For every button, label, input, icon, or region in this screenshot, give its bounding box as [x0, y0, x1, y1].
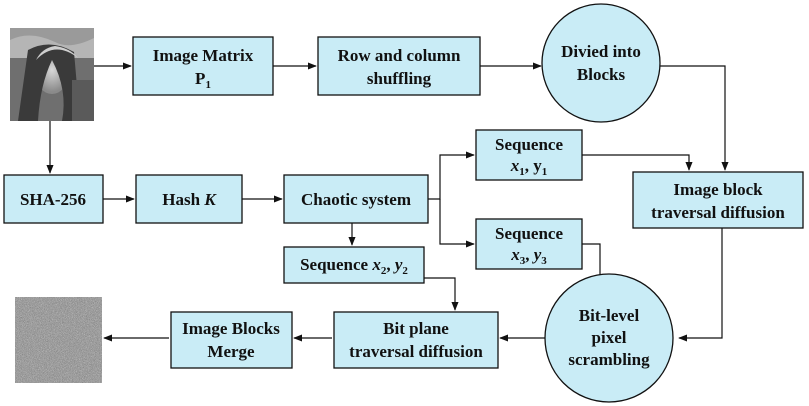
edge-chaotic-to-seq1 — [428, 151, 475, 200]
svg-text:x1, y1: x1, y1 — [510, 156, 548, 178]
svg-text:traversal diffusion: traversal diffusion — [349, 342, 483, 361]
node-row-column-shuffling: Row and column shuffling — [317, 36, 481, 96]
node-seq-x3-y3: Sequence x3, y3 — [475, 218, 583, 270]
svg-text:scrambling: scrambling — [568, 350, 650, 369]
svg-text:shuffling: shuffling — [367, 69, 432, 88]
edge-chaotic-to-seq3 — [439, 199, 475, 248]
svg-text:Sequence x2, y2: Sequence x2, y2 — [300, 255, 408, 277]
svg-text:x3, y3: x3, y3 — [510, 245, 547, 267]
svg-text:Divied into: Divied into — [561, 42, 641, 61]
svg-text:P1: P1 — [195, 69, 211, 91]
svg-text:Bit plane: Bit plane — [383, 319, 449, 338]
edge-blockdiffusion-to-scrambling — [678, 228, 723, 342]
svg-text:Image Blocks: Image Blocks — [182, 319, 280, 338]
svg-text:Merge: Merge — [207, 342, 255, 361]
node-image-block-diffusion: Image block traversal diffusion — [632, 171, 804, 229]
node-divided-blocks: Divied into Blocks — [541, 3, 661, 123]
svg-text:traversal diffusion: traversal diffusion — [651, 203, 785, 222]
svg-text:pixel: pixel — [592, 328, 627, 347]
plain-image — [10, 28, 94, 121]
svg-text:Chaotic system: Chaotic system — [301, 190, 411, 209]
node-image-blocks-merge: Image Blocks Merge — [170, 311, 293, 369]
node-bit-plane-diffusion: Bit plane traversal diffusion — [333, 311, 499, 369]
cipher-image — [15, 297, 102, 383]
edge-blocks-to-blockdiffusion — [660, 65, 729, 171]
edge-seq1-to-blockdiffusion — [582, 154, 693, 171]
svg-text:Bit-level: Bit-level — [579, 306, 640, 325]
node-seq-x1-y1: Sequence x1, y1 — [475, 129, 583, 181]
svg-text:Hash K: Hash K — [162, 190, 217, 209]
node-bit-level-scrambling: Bit-level pixel scrambling — [544, 273, 674, 403]
svg-text:SHA-256: SHA-256 — [20, 190, 86, 209]
node-seq-x2-y2: Sequence x2, y2 — [283, 246, 425, 284]
node-sha256: SHA-256 — [3, 174, 104, 224]
node-chaotic-system: Chaotic system — [283, 174, 429, 224]
svg-text:Sequence: Sequence — [495, 135, 563, 154]
node-image-matrix: Image Matrix P1 — [132, 36, 274, 96]
svg-text:Blocks: Blocks — [577, 65, 626, 84]
edge-seq2-to-bitplane — [419, 270, 459, 311]
svg-text:Image block: Image block — [673, 180, 763, 199]
svg-text:Sequence: Sequence — [495, 224, 563, 243]
svg-text:Image Matrix: Image Matrix — [153, 46, 254, 65]
svg-text:Row and column: Row and column — [338, 46, 461, 65]
node-hash-k: Hash K — [135, 174, 243, 224]
